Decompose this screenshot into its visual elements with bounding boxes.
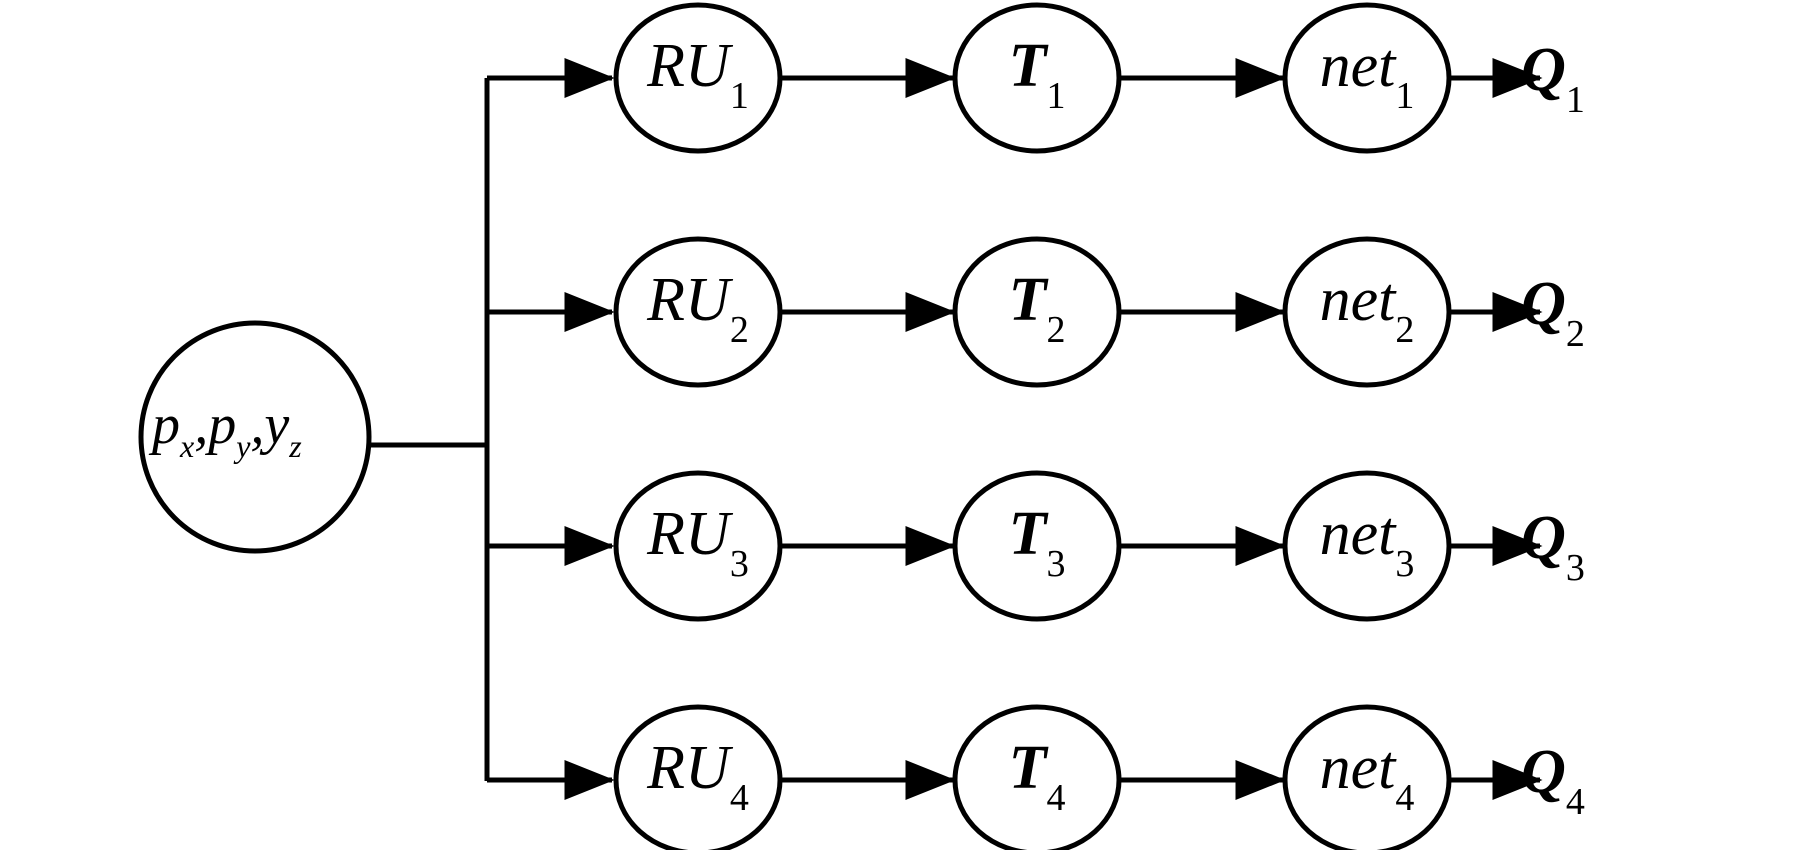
output-q-label-2-base: Q xyxy=(1521,270,1566,338)
net-node-label-1-base: net xyxy=(1320,32,1398,100)
t-node-label-3-base: T xyxy=(1009,500,1049,568)
net-node-label-1-subscript: 1 xyxy=(1395,75,1414,117)
ru-node-label-4-subscript: 4 xyxy=(730,777,749,819)
input-sub-2: y xyxy=(233,428,251,464)
ru-node-label-2-base: RU xyxy=(646,266,734,334)
t-node-label-2-subscript: 2 xyxy=(1046,309,1065,351)
output-q-label-4: Q4 xyxy=(1521,738,1585,823)
net-node-1: net1 xyxy=(1282,2,1452,154)
ru-node-label-1-base: RU xyxy=(646,32,734,100)
ru-node-label-1: RU1 xyxy=(646,32,749,117)
t-node-label-1-subscript: 1 xyxy=(1046,75,1065,117)
ru-node-4: RU4 xyxy=(613,704,783,850)
input-var-1: p xyxy=(148,394,180,456)
t-node-3: T3 xyxy=(952,470,1122,622)
output-q-label-3-subscript: 3 xyxy=(1566,547,1585,589)
output-q-label-1-subscript: 1 xyxy=(1566,79,1585,121)
output-q-label-4-base: Q xyxy=(1521,738,1566,806)
t-node-label-1: T1 xyxy=(1009,32,1066,117)
ru-node-2: RU2 xyxy=(613,236,783,388)
output-q-label-4-subscript: 4 xyxy=(1566,781,1585,823)
net-node-label-4: net4 xyxy=(1320,734,1415,819)
output-q-label-2: Q2 xyxy=(1521,270,1585,355)
ru-node-label-1-subscript: 1 xyxy=(730,75,749,117)
t-node-label-4-subscript: 4 xyxy=(1046,777,1065,819)
net-node-label-3: net3 xyxy=(1320,500,1415,585)
ru-node-label-4-base: RU xyxy=(646,734,734,802)
input-var-3: y xyxy=(259,394,289,456)
net-node-label-3-base: net xyxy=(1320,500,1398,568)
net-node-3: net3 xyxy=(1282,470,1452,622)
t-node-label-4: T4 xyxy=(1009,734,1066,819)
input-sub-3: z xyxy=(288,428,302,464)
input-label: px,py,yz xyxy=(148,394,302,464)
t-node-label-3-subscript: 3 xyxy=(1046,543,1065,585)
t-node-label-3: T3 xyxy=(1009,500,1066,585)
ru-node-label-3-base: RU xyxy=(646,500,734,568)
net-node-4: net4 xyxy=(1282,704,1452,850)
net-node-label-4-base: net xyxy=(1320,734,1398,802)
ru-node-label-3: RU3 xyxy=(646,500,749,585)
ru-node-label-3-subscript: 3 xyxy=(730,543,749,585)
net-node-label-2-subscript: 2 xyxy=(1395,309,1414,351)
input-var-2: p xyxy=(204,394,236,456)
output-q-label-1: Q1 xyxy=(1521,36,1585,121)
t-node-label-2: T2 xyxy=(1009,266,1066,351)
ru-node-3: RU3 xyxy=(613,470,783,622)
input-sep-1: , xyxy=(194,394,208,456)
t-node-label-1-base: T xyxy=(1009,32,1049,100)
net-node-label-1: net1 xyxy=(1320,32,1415,117)
output-q-label-2-subscript: 2 xyxy=(1566,313,1585,355)
net-node-2: net2 xyxy=(1282,236,1452,388)
t-node-1: T1 xyxy=(952,2,1122,154)
input-sub-1: x xyxy=(179,428,194,464)
t-node-2: T2 xyxy=(952,236,1122,388)
t-node-4: T4 xyxy=(952,704,1122,850)
ru-node-1: RU1 xyxy=(613,2,783,154)
ru-node-label-2: RU2 xyxy=(646,266,749,351)
net-node-label-2: net2 xyxy=(1320,266,1415,351)
net-node-label-2-base: net xyxy=(1320,266,1398,334)
net-node-label-3-subscript: 3 xyxy=(1395,543,1414,585)
output-q-label-1-base: Q xyxy=(1521,36,1566,104)
input-sep-2: , xyxy=(250,394,264,456)
net-node-label-4-subscript: 4 xyxy=(1395,777,1414,819)
output-q-label-3: Q3 xyxy=(1521,504,1585,589)
ru-node-label-2-subscript: 2 xyxy=(730,309,749,351)
ru-node-label-4: RU4 xyxy=(646,734,749,819)
input-node: px,py,yz xyxy=(138,320,372,554)
t-node-label-4-base: T xyxy=(1009,734,1049,802)
output-q-label-3-base: Q xyxy=(1521,504,1566,572)
t-node-label-2-base: T xyxy=(1009,266,1049,334)
